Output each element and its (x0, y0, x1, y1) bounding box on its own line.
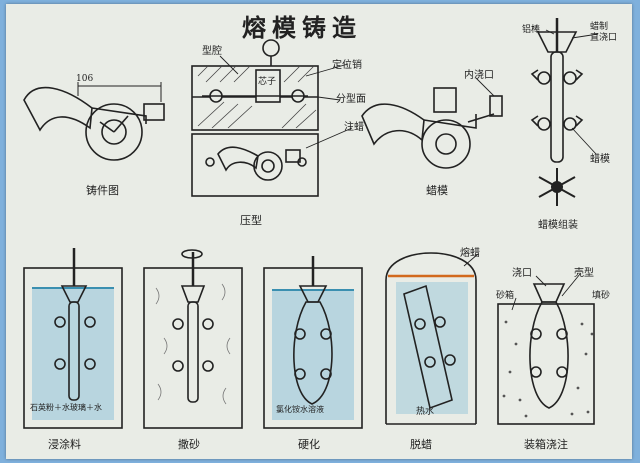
wax-assembly-label: 蜡模组装 (538, 220, 578, 231)
solution-caption: 氯化铵水溶液 (276, 405, 324, 414)
dimension-label: 106 (76, 74, 94, 84)
melt-wax-label: 熔蜡 (460, 248, 480, 259)
coating-caption: 石英粉＋水玻璃＋水 (30, 403, 102, 412)
boxing-pouring-label: 装箱浇注 (524, 438, 568, 451)
dewaxing-label: 脱蜡 (410, 438, 432, 451)
stage-dewaxing (385, 252, 477, 425)
mold-cavity-label: 型腔 (202, 46, 222, 57)
die-hatch (197, 65, 317, 129)
wax-sprue-label: 蜡制 直浇口 (590, 22, 618, 43)
stage-boxing (497, 283, 595, 425)
wax-pattern-right-label: 蜡模 (590, 154, 610, 165)
core-label: 芯子 (258, 77, 277, 87)
casting-drawing (23, 82, 165, 161)
filler-sand-label: 填砂 (592, 291, 611, 301)
locating-pin-label: 定位销 (332, 60, 362, 71)
parting-surface-label: 分型面 (336, 94, 366, 105)
pressing-label: 压型 (240, 214, 262, 227)
stage-dip-coating (23, 248, 123, 429)
stage-sanding (143, 249, 243, 429)
dip-coating-label: 浸涂料 (48, 438, 81, 451)
sanding-label: 撒砂 (178, 438, 200, 451)
leader-lines (219, 29, 599, 311)
wax-pattern-label: 蜡模 (426, 184, 448, 197)
stage-hardening (263, 256, 363, 429)
wax-star (538, 168, 576, 206)
pouring-cup-label: 浇口 (512, 268, 532, 279)
hot-water-label: 热水 (416, 407, 435, 417)
hardening-label: 硬化 (298, 438, 320, 451)
page-title: 熔模铸造 (242, 13, 362, 42)
wax-injection-label: 注蜡 (344, 122, 364, 133)
aluminum-rod-label: 铝棒 (522, 25, 541, 35)
inner-gate-label: 内浇口 (464, 70, 494, 81)
sand-box-label: 砂箱 (496, 291, 515, 301)
process-diagram (23, 18, 599, 429)
poster-board: 熔模铸造 106 铸件图 型腔 芯子 定位销 分型面 注蜡 压型 内浇口 蜡模 … (6, 4, 632, 459)
wax-pattern-drawing (361, 87, 503, 169)
pressing-die-bottom (191, 133, 319, 197)
shell-label: 壳型 (574, 268, 594, 279)
casting-label: 铸件图 (86, 184, 119, 197)
pressing-die-top (191, 39, 319, 131)
wax-tree (530, 18, 584, 163)
